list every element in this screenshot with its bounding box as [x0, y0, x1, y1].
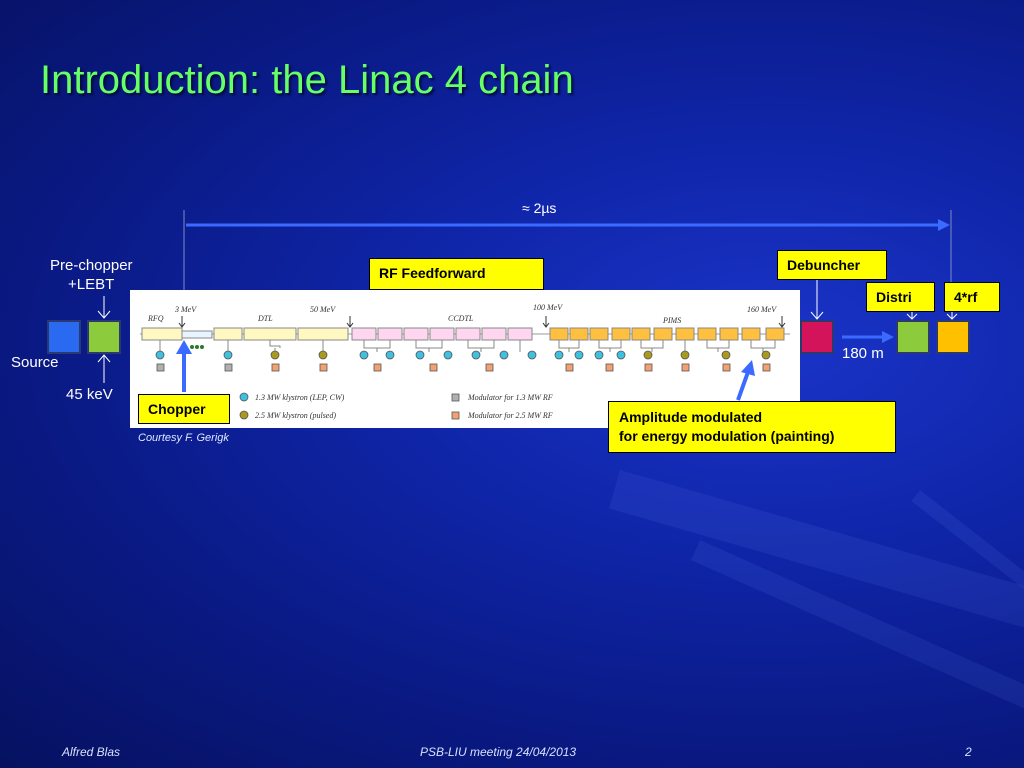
distri-block [896, 320, 930, 354]
amplitude-label-line1: Amplitude modulated [619, 409, 763, 425]
section-label-dtl: DTL [257, 314, 273, 323]
debuncher-block [800, 320, 834, 354]
amplitude-modulated-box: Amplitude modulated for energy modulatio… [608, 401, 896, 453]
section-label-rfq: RFQ [147, 314, 164, 323]
slide-title: Introduction: the Linac 4 chain [40, 58, 574, 102]
section-label-pims: PIMS [662, 316, 681, 325]
source-block [47, 320, 81, 354]
rf-feedforward-box: RF Feedforward [369, 258, 544, 290]
energy-label-160mev: 160 MeV [747, 305, 777, 314]
debuncher-box: Debuncher [777, 250, 887, 280]
four-rf-block [936, 320, 970, 354]
source-label: Source [11, 354, 59, 371]
rf-feedforward-label: RF Feedforward [379, 265, 486, 281]
legend-modulator-13: Modulator for 1.3 MW RF [467, 393, 553, 402]
four-rf-label: 4*rf [954, 289, 978, 305]
footer-page-number: 2 [965, 745, 972, 759]
four-rf-box: 4*rf [944, 282, 1000, 312]
courtesy-credit: Courtesy F. Gerigk [138, 432, 229, 444]
energy-label-3mev: 3 MeV [174, 305, 197, 314]
energy-label-50mev: 50 MeV [310, 305, 336, 314]
duration-label: ≈ 2µs [522, 200, 557, 216]
legend-klystron-25: 2.5 MW klystron (pulsed) [255, 411, 336, 420]
footer-author: Alfred Blas [62, 745, 121, 759]
energy-label-100mev: 100 MeV [533, 303, 563, 312]
chopper-label: Chopper [148, 401, 206, 417]
debuncher-label: Debuncher [787, 257, 861, 273]
left-arrows [97, 296, 111, 383]
prechopper-label-line1: Pre-chopper [50, 257, 133, 274]
amplitude-label-line2: for energy modulation (painting) [619, 428, 835, 444]
footer-meeting: PSB-LIU meeting 24/04/2013 [420, 745, 577, 759]
distri-box: Distri [866, 282, 935, 312]
distri-label: Distri [876, 289, 912, 305]
prechopper-label-line2: +LEBT [68, 276, 115, 293]
legend-klystron-13: 1.3 MW klystron (LEP, CW) [255, 393, 345, 402]
length-label: 180 m [842, 345, 884, 362]
section-label-ccdtl: CCDTL [448, 314, 474, 323]
legend-modulator-25: Modulator for 2.5 MW RF [467, 411, 553, 420]
prechopper-block [87, 320, 121, 354]
duration-bracket [183, 210, 952, 290]
energy-label: 45 keV [66, 386, 113, 403]
chopper-box: Chopper [138, 394, 230, 424]
linac-svg: RFQ DTL CCDTL PIMS 3 MeV 50 MeV 100 MeV … [140, 303, 790, 420]
